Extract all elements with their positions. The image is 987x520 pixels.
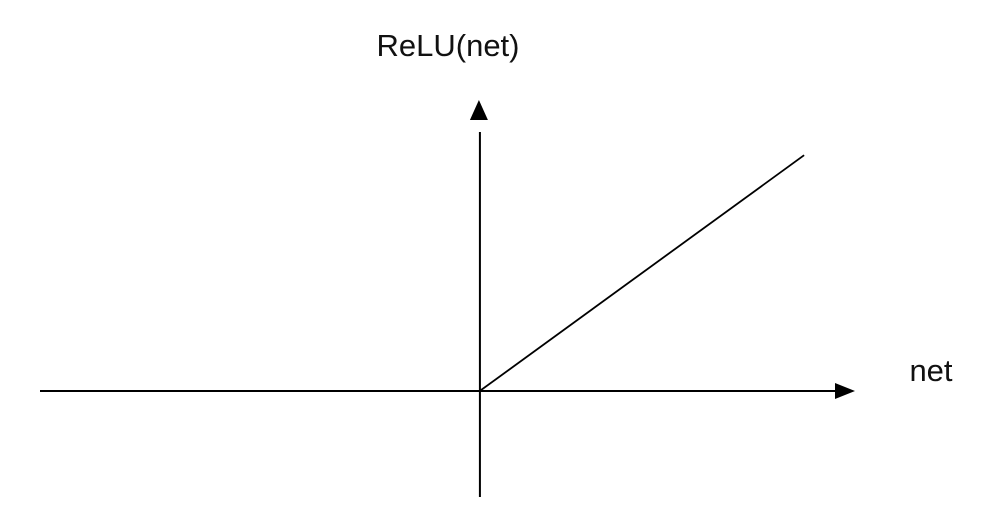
x-axis-label: net [909,353,952,388]
x-axis-arrowhead [835,382,855,399]
axes [40,100,855,497]
y-axis-arrowhead [469,100,488,120]
y-axis-label: ReLU(net) [377,28,520,63]
series-layer [479,154,805,392]
relu-series-line [479,154,805,392]
